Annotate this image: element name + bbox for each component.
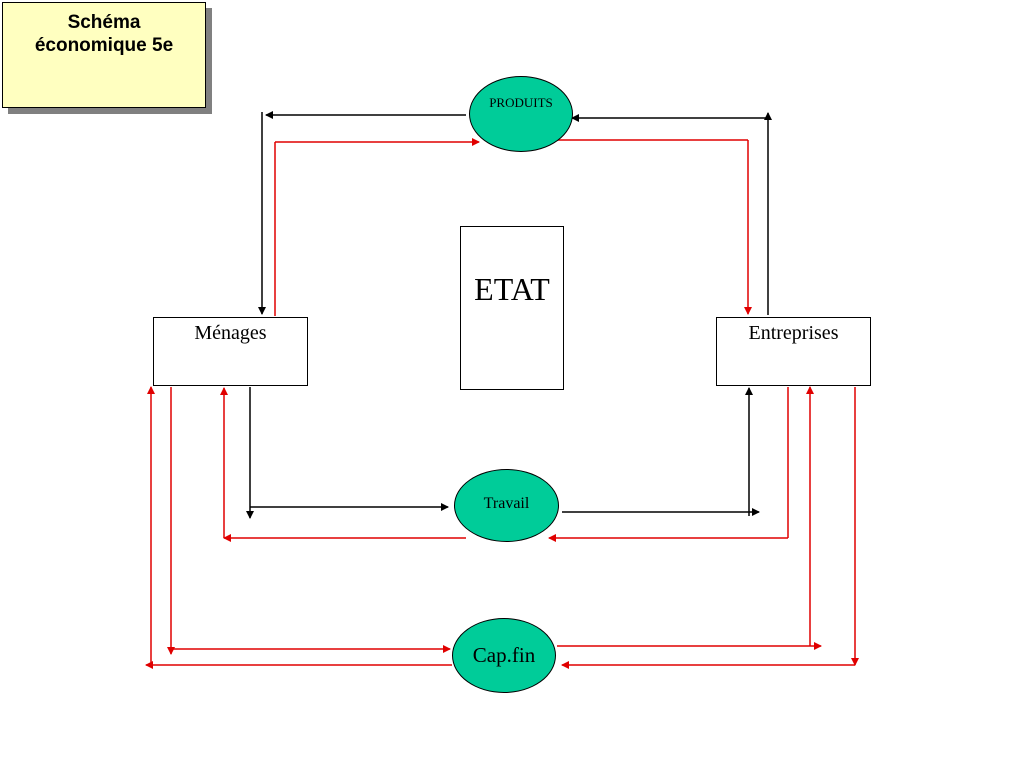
etat-node: ETAT [460,226,564,390]
capfin-label: Cap.fin [472,643,536,667]
produits-label: PRODUITS [489,95,553,110]
travail-money-flow-left [220,387,466,542]
travail-real-flow-left [246,387,449,519]
produits-real-flow-left [258,111,466,315]
entreprises-label: Entreprises [748,322,839,344]
travail-real-flow-right [562,387,760,516]
menages-label: Ménages [194,322,267,344]
travail-label: Travail [483,495,530,512]
capfin-money-flow-right-inner [557,386,822,650]
title-box: Schéma économique 5e [2,2,206,108]
capfin-node: Cap.fin [452,618,556,693]
produits-money-flow-left [274,138,480,316]
travail-node: Travail [454,469,559,542]
capfin-money-flow-left-inner [167,387,451,655]
capfin-money-flow-right-outer [561,387,859,669]
entreprises-node: Entreprises [716,317,871,386]
menages-node: Ménages [153,317,308,386]
produits-node: PRODUITS [469,76,573,152]
etat-label: ETAT [474,271,550,307]
travail-money-flow-right [548,387,789,542]
title-line-1: Schéma [67,12,141,33]
produits-money-flow-right [556,139,752,315]
produits-real-flow-right [571,112,772,315]
title-line-2: économique 5e [34,35,174,56]
capfin-money-flow-left-outer [145,386,452,669]
